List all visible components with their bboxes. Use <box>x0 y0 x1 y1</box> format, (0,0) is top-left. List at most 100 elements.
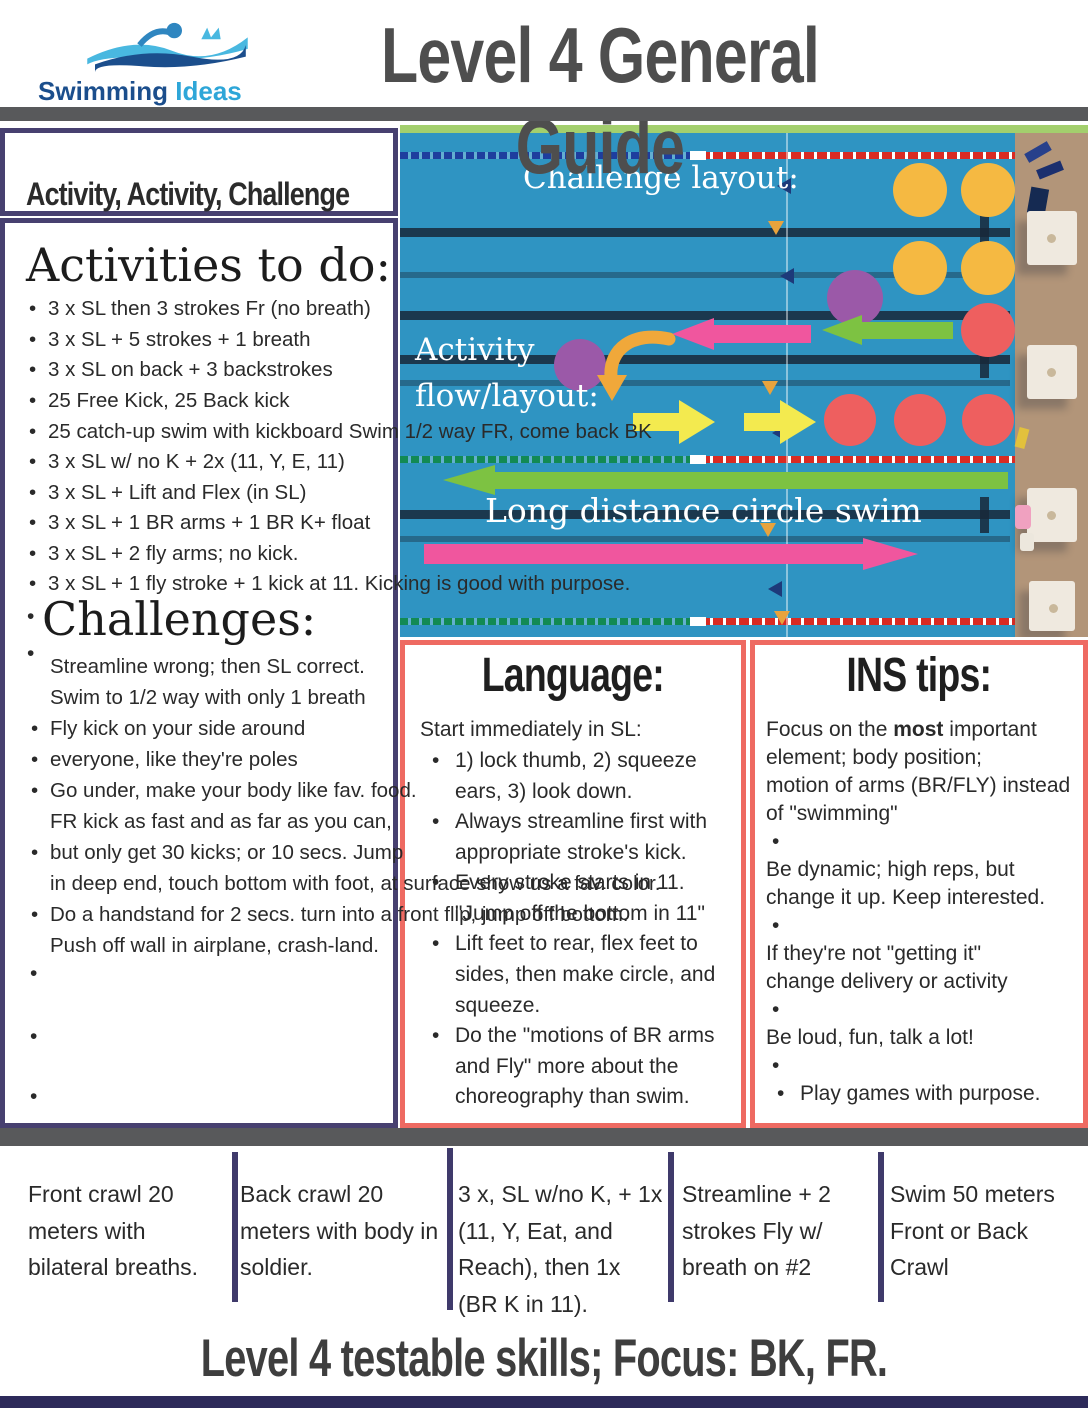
starting-block <box>1029 581 1075 631</box>
activity-item: 3 x SL on back + 3 backstrokes <box>29 358 333 382</box>
lane-rope-float <box>690 151 706 160</box>
challenge-item: FR kick as fast and as far as you can, <box>50 810 392 833</box>
challenge-item-overflow: Do a handstand for 2 secs. turn into a f… <box>31 903 628 927</box>
empty-bullet: • <box>772 914 780 937</box>
yellow-marker-circle <box>961 241 1015 295</box>
ins-line: Be dynamic; high reps, but <box>766 858 1015 881</box>
activity-item: 3 x SL + 5 strokes + 1 breath <box>29 328 311 352</box>
lane-line-end <box>980 215 989 251</box>
lane-line-shadow <box>400 272 1010 278</box>
language-line: appropriate stroke's kick. <box>455 841 687 864</box>
skill-separator <box>668 1152 674 1302</box>
lane-rope-float <box>690 617 706 626</box>
logo-wordmark: Swimming Ideas <box>38 76 242 107</box>
pennant-flag <box>762 381 778 395</box>
lane-line-shadow <box>400 380 1010 386</box>
pennant-flag <box>768 581 782 597</box>
challenge-layout-label: Challenge layout: <box>523 160 799 196</box>
ins-line: Play games with purpose. <box>777 1082 1041 1106</box>
challenge-item: Streamline wrong; then SL correct. <box>50 655 365 678</box>
banner-box <box>0 128 398 216</box>
empty-bullet: • <box>772 830 780 853</box>
challenge-item: Go under, make your body like fav. food. <box>31 779 417 803</box>
ins-line: element; body position; <box>766 746 982 769</box>
language-line: sides, then make circle, and <box>455 963 716 986</box>
lane-rope-float <box>690 455 706 464</box>
deck-equipment <box>1020 533 1034 551</box>
red-marker-circle <box>824 394 876 446</box>
pool-image-top-border <box>400 125 1088 133</box>
footer-title: Level 4 testable skills; Focus: BK, FR. … <box>200 1329 888 1408</box>
skill-separator <box>447 1148 453 1310</box>
language-line: choreography than swim. <box>455 1085 690 1108</box>
ins-line: If they're not "getting it" <box>766 942 982 965</box>
lane-rope <box>700 618 1088 625</box>
ins-line: Be loud, fun, talk a lot! <box>766 1026 974 1049</box>
activity-item: 25 catch-up swim with kickboard Swim 1/2… <box>29 420 652 444</box>
ins-line: Focus on the most important <box>766 718 1037 741</box>
lane-line <box>400 311 1010 320</box>
empty-bullet: • <box>30 1025 38 1048</box>
long-pink-arrow-right <box>424 538 918 570</box>
language-title: Language: <box>481 649 665 702</box>
activity-flow-label-line1: Activity <box>415 332 535 368</box>
language-line: Do the "motions of BR arms <box>432 1024 715 1048</box>
activity-item: 3 x SL then 3 strokes Fr (no breath) <box>29 297 371 321</box>
skill-item: Front crawl 20 meters with bilateral bre… <box>28 1181 199 1280</box>
ins-line: motion of arms (BR/FLY) instead <box>766 774 1071 797</box>
challenges-title: Challenges: <box>42 592 317 646</box>
skill-item: Back crawl 20 meters with body in soldie… <box>240 1181 439 1280</box>
pennant-flag <box>777 178 791 194</box>
yellow-arrow-right <box>744 400 816 444</box>
section-divider-bar <box>0 1128 1088 1146</box>
activity-item: 3 x SL + 1 BR arms + 1 BR K+ float <box>29 511 370 535</box>
purple-marker-circle <box>554 339 606 391</box>
language-line: squeeze. <box>455 994 541 1017</box>
yellow-marker-circle <box>893 241 947 295</box>
challenge-item: Fly kick on your side around <box>31 717 305 741</box>
skill-item: Swim 50 meters Front or Back Crawl <box>890 1181 1055 1280</box>
long-distance-label: Long distance circle swim <box>485 491 922 530</box>
orange-curved-arrow <box>597 330 676 401</box>
challenge-item: Swim to 1/2 way with only 1 breath <box>50 686 366 709</box>
empty-bullet: • <box>30 962 38 985</box>
activities-title: Activities to do: <box>26 238 391 292</box>
ins-line: of "swimming" <box>766 802 898 825</box>
starting-block <box>1027 345 1077 399</box>
pool-deck <box>1014 133 1088 637</box>
challenge-item-overflow: in deep end, touch bottom with foot, at … <box>50 872 661 895</box>
header-divider-bar <box>0 107 1088 121</box>
lane-line-end <box>980 497 989 533</box>
red-marker-circle <box>962 394 1014 446</box>
pennant-flag <box>774 611 790 625</box>
green-arrow-left <box>822 315 953 345</box>
lane-rope <box>700 456 1088 463</box>
lane-line-shadow <box>400 536 1010 542</box>
empty-bullet: • <box>772 1054 780 1077</box>
activity-flow-label-line2: flow/layout: <box>415 378 599 414</box>
language-line: Start immediately in SL: <box>420 718 642 741</box>
skill-item: 3 x, SL w/no K, + 1x (11, Y, Eat, and Re… <box>458 1181 663 1317</box>
challenge-item: everyone, like they're poles <box>31 748 298 772</box>
yellow-marker-circle <box>893 163 947 217</box>
red-marker-circle <box>961 303 1015 357</box>
long-green-arrow-left <box>443 465 1008 495</box>
ins-line: change delivery or activity <box>766 970 1008 993</box>
language-line: Lift feet to rear, flex feet to <box>432 932 698 956</box>
activity-item: 25 Free Kick, 25 Back kick <box>29 389 290 413</box>
deck-equipment <box>1014 427 1030 449</box>
language-line: Always streamline first with <box>432 810 707 834</box>
lane-line-end <box>980 342 989 378</box>
empty-bullet: • <box>772 998 780 1021</box>
lane-rope <box>700 152 1088 159</box>
empty-bullet: • <box>30 1085 38 1108</box>
pink-arrow-left <box>672 318 811 350</box>
language-line: ears, 3) look down. <box>455 780 633 803</box>
deck-flag <box>1024 141 1052 163</box>
activity-item: 3 x SL + Lift and Flex (in SL) <box>29 481 307 505</box>
logo-word-swimming: Swimming <box>38 76 169 106</box>
ins-tips-box <box>750 640 1088 1128</box>
language-line: and Fly" more about the <box>455 1055 679 1078</box>
activity-item: 3 x SL w/ no K + 2x (11, Y, E, 11) <box>29 450 345 474</box>
